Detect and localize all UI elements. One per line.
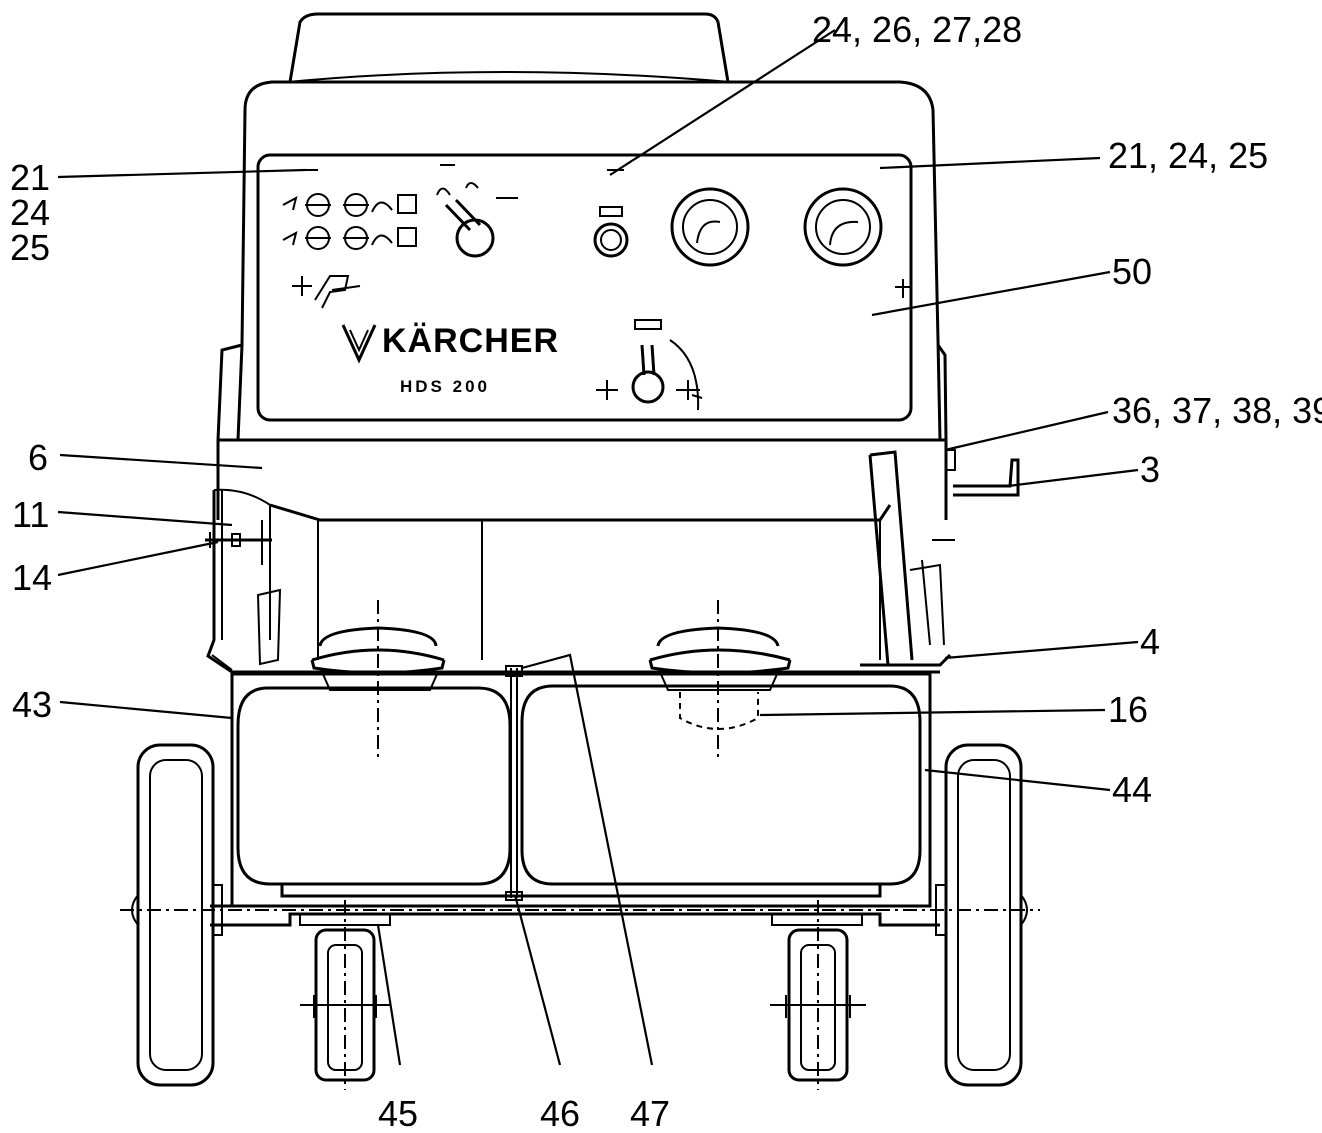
callout-36-37-38-39: 36, 37, 38, 39: [1112, 390, 1322, 431]
machine-body: [206, 12, 1020, 674]
callout-4: 4: [1140, 621, 1160, 662]
callout-50: 50: [1112, 251, 1152, 292]
leader-lines: [57, 29, 1139, 1066]
callout-14: 14: [12, 557, 52, 598]
wheel-icon: [131, 743, 1028, 1087]
tank-icon: [230, 600, 932, 908]
callout-24-26-27-28: 24, 26, 27,28: [812, 9, 1022, 50]
brand-name: KÄRCHER: [382, 322, 559, 360]
row-2-symbols: [282, 226, 417, 250]
pressure-gauge-icon: [803, 187, 883, 267]
lance-symbol-icon: [292, 275, 361, 309]
right-castor: [770, 900, 866, 1090]
model-name: HDS 200: [400, 377, 490, 396]
callout-44: 44: [1112, 769, 1152, 810]
callout-21: 21: [10, 157, 50, 198]
power-switch-icon[interactable]: [593, 206, 629, 258]
callout-47: 47: [630, 1093, 670, 1133]
callout-6: 6: [28, 437, 48, 478]
callout-24: 24: [10, 192, 50, 233]
callout-labels: 24, 26, 27,28 21, 24, 25 21 24 25 50 36,…: [10, 9, 1322, 1133]
switch-symbols: [282, 193, 417, 309]
callout-3: 3: [1140, 449, 1160, 490]
hose-fitting: [205, 520, 272, 565]
axle: [120, 904, 1040, 927]
thermostat-knob-icon[interactable]: [596, 319, 703, 411]
left-castor: [299, 900, 391, 1090]
callout-11: 11: [12, 494, 49, 535]
callout-25: 25: [10, 227, 50, 268]
selector-knob-icon[interactable]: [436, 164, 518, 258]
callout-46: 46: [540, 1093, 580, 1133]
right-wheel: [935, 743, 1028, 1087]
control-panel: KÄRCHER HDS 200: [256, 153, 913, 422]
castor-icon: [299, 900, 866, 1090]
callout-21-24-25-right: 21, 24, 25: [1108, 135, 1268, 176]
left-wheel: [131, 743, 223, 1087]
karcher-logo-icon: [341, 324, 377, 364]
temperature-gauge-icon: [670, 187, 750, 267]
row-1-symbols: [282, 193, 417, 217]
callout-45: 45: [378, 1093, 418, 1133]
callout-16: 16: [1108, 689, 1148, 730]
callout-43: 43: [12, 684, 52, 725]
